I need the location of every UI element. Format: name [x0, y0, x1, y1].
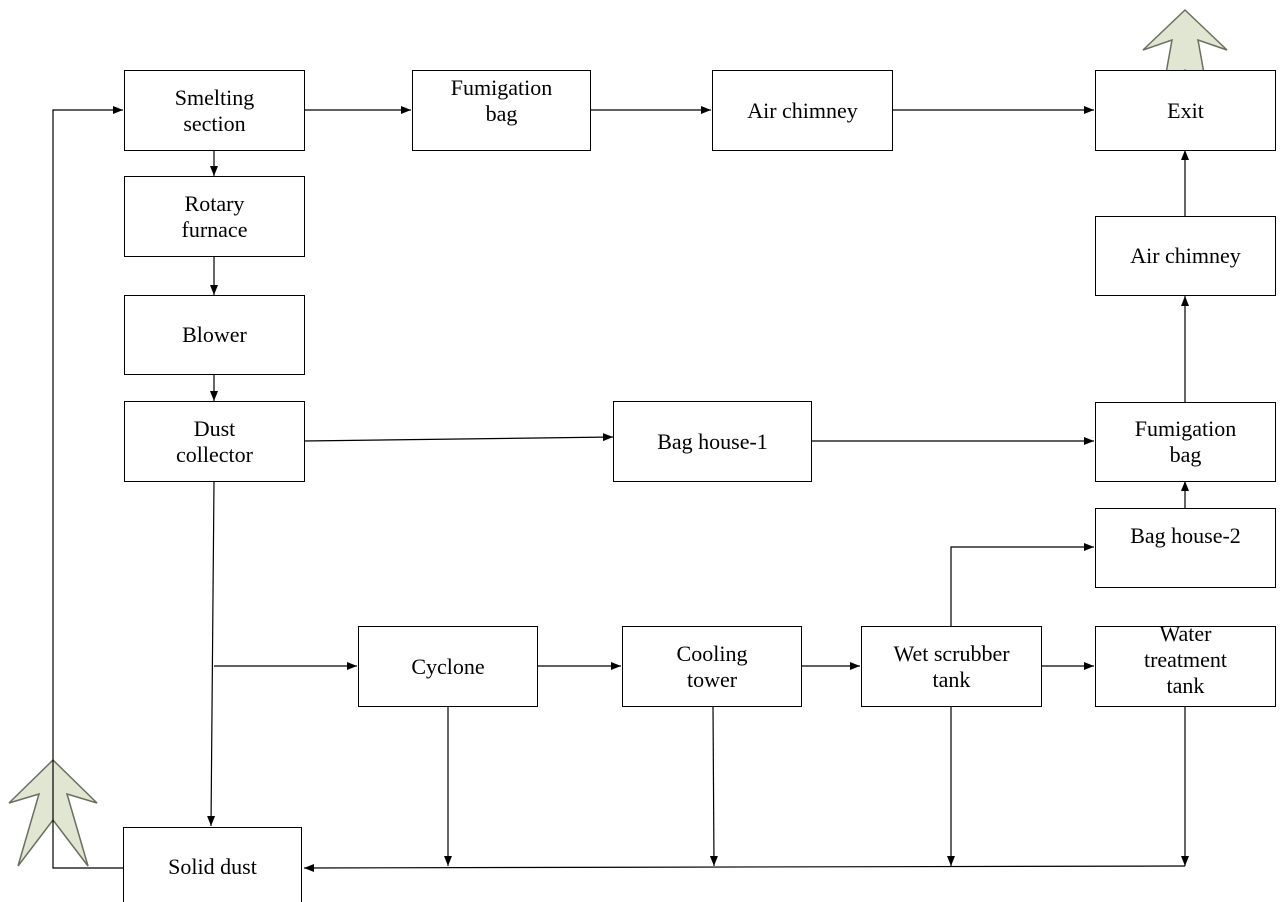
arrow-dust-to-baghouse1	[303, 433, 614, 442]
bag-house-1-box: Bag house-1	[613, 401, 812, 482]
smelting-section-label: Smelting section	[174, 84, 255, 136]
dust-collector-label: Dust collector	[176, 415, 253, 467]
dust-collector-box: Dust collector	[124, 401, 305, 482]
arrow-bottom-to-solid	[303, 863, 1186, 872]
cooling-tower-label: Cooling tower	[676, 640, 748, 692]
cooling-tower-box: Cooling tower	[622, 626, 802, 707]
solid-dust-label: Solid dust	[168, 854, 257, 879]
blower-label: Blower	[182, 322, 247, 347]
wet-scrubber-tank-label: Wet scrubber tank	[893, 640, 1010, 692]
bag-house-2-box: Bag house-2	[1095, 508, 1276, 588]
air-chimney-right-label: Air chimney	[1130, 243, 1241, 268]
bag-house-1-label: Bag house-1	[657, 428, 768, 454]
exit-label: Exit	[1167, 97, 1204, 123]
arrow-scrubber-to-baghouse2	[950, 543, 1094, 626]
bag-house-2-label: Bag house-2	[1130, 523, 1241, 548]
arrow-cooling-drop	[709, 705, 718, 867]
arrow-recycle-to-smelting	[52, 106, 123, 869]
exit-box: Exit	[1095, 70, 1276, 151]
arrow-dust-to-solid	[207, 480, 216, 827]
fumigation-bag-top-label: Fumigation bag	[450, 74, 553, 126]
smelting-section-box: Smelting section	[124, 70, 305, 151]
solid-dust-box: Solid dust	[123, 827, 302, 902]
fumigation-bag-right-label: Fumigation bag	[1134, 416, 1237, 467]
cyclone-box: Cyclone	[358, 626, 538, 707]
rotary-furnace-box: Rotary furnace	[124, 176, 305, 257]
water-treatment-tank-box: Water treatment tank	[1095, 621, 1276, 707]
blower-box: Blower	[124, 295, 305, 375]
air-chimney-top-label: Air chimney	[747, 97, 858, 123]
fumigation-bag-top-box: Fumigation bag	[412, 70, 591, 151]
fumigation-bag-right-box: Fumigation bag	[1095, 402, 1276, 482]
air-chimney-right-box: Air chimney	[1095, 216, 1276, 296]
wet-scrubber-tank-box: Wet scrubber tank	[861, 626, 1042, 707]
water-treatment-tank-label: Water treatment tank	[1143, 620, 1228, 698]
cyclone-label: Cyclone	[411, 653, 485, 679]
air-chimney-top-box: Air chimney	[712, 70, 893, 151]
rotary-furnace-label: Rotary furnace	[181, 190, 248, 242]
